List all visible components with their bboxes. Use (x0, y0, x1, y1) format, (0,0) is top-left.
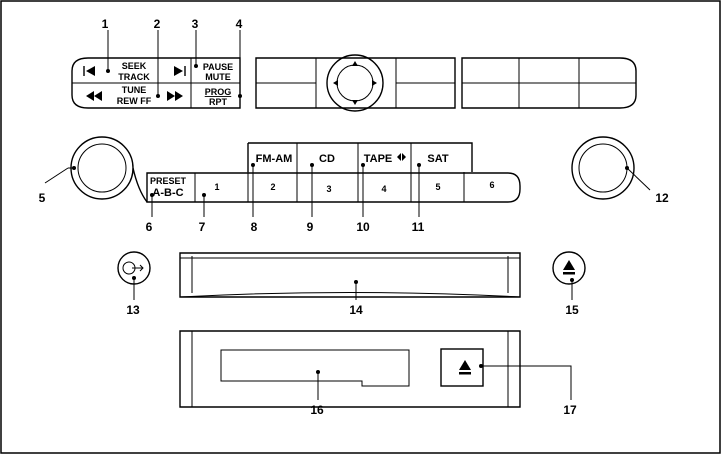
fast-forward-icon (167, 91, 183, 101)
cd-label: CD (319, 153, 335, 165)
callout-leaders (44, 30, 651, 400)
rpt-label: RPT (209, 97, 228, 107)
callout-13: 13 (126, 303, 140, 317)
callout-1: 1 (102, 17, 109, 31)
seek-label: SEEK (122, 61, 147, 71)
callout-9: 9 (307, 220, 314, 234)
tape-direction-icon (397, 153, 406, 161)
callout-16: 16 (310, 403, 324, 417)
cd-slot (179, 252, 521, 298)
preset-4: 4 (381, 184, 386, 194)
abc-label: A-B-C (152, 187, 183, 199)
callout-4: 4 (236, 17, 243, 31)
tune-label: TUNE (122, 85, 147, 95)
callout-17: 17 (563, 403, 577, 417)
preset-5: 5 (435, 182, 440, 192)
arrow-pad-icon (326, 54, 384, 112)
prev-track-icon (83, 66, 95, 76)
callout-2: 2 (154, 17, 161, 31)
preset-strip: PRESET A-B-C 1 2 3 4 5 6 (146, 172, 521, 203)
preset-3: 3 (326, 184, 331, 194)
tape-deck (179, 330, 521, 408)
fm-am-label: FM-AM (256, 153, 293, 165)
preset-label: PRESET (150, 176, 187, 186)
callout-15: 15 (565, 303, 579, 317)
navigation-panel (255, 54, 456, 112)
transport-controls: SEEK TRACK TUNE REW FF PAUSE MUTE PROG R… (71, 57, 241, 109)
source-buttons: FM-AM CD TAPE SAT (247, 142, 473, 172)
callout-5: 5 (39, 191, 46, 205)
callout-3: 3 (192, 17, 199, 31)
right-button-panel (461, 57, 637, 109)
track-label: TRACK (118, 72, 150, 82)
mute-label: MUTE (205, 72, 231, 82)
tape-eject-icon (459, 360, 471, 375)
callout-8: 8 (251, 220, 258, 234)
rew-ff-label: REW FF (117, 96, 152, 106)
callout-11: 11 (412, 220, 425, 234)
next-track-icon (174, 66, 186, 76)
preset-1: 1 (214, 182, 219, 192)
pause-label: PAUSE (203, 62, 233, 72)
sat-label: SAT (427, 153, 448, 165)
callout-14: 14 (349, 303, 363, 317)
preset-2: 2 (270, 182, 275, 192)
callout-10: 10 (356, 220, 370, 234)
callout-7: 7 (199, 220, 206, 234)
eject-icon (552, 251, 586, 285)
callout-numbers: 1 2 3 4 5 6 7 8 9 10 11 12 13 14 15 16 1… (39, 17, 669, 417)
preset-6: 6 (489, 180, 494, 190)
callout-12: 12 (655, 191, 669, 205)
tape-label: TAPE (364, 153, 393, 165)
callout-6: 6 (146, 220, 153, 234)
rewind-icon (86, 91, 102, 101)
prog-label: PROG (205, 87, 232, 97)
